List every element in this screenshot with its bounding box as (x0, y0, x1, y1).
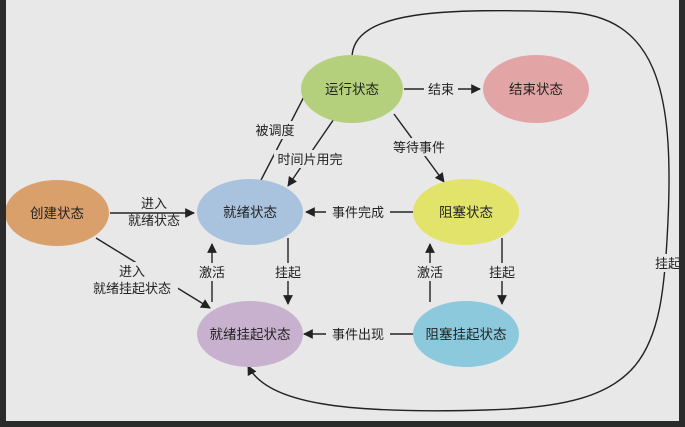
diagram-canvas: 创建状态 就绪状态 运行状态 结束状态 阻塞状态 (5, 0, 685, 421)
node-create: 创建状态 (5, 180, 109, 246)
label-bg-ready-to-rs (271, 263, 305, 281)
node-end: 结束状态 (483, 55, 589, 123)
node-create-label: 创建状态 (30, 206, 84, 222)
node-running-shape (301, 55, 403, 123)
edge-running-to-ready-suspended (247, 9, 670, 412)
label-bg-bs-to-rs (326, 325, 390, 343)
label-bg-blocked-to-bs (485, 263, 519, 281)
label-bg-running-to-rs (650, 254, 685, 272)
node-blocked-suspended-shape (413, 301, 519, 367)
node-create-shape (5, 180, 109, 246)
node-running: 运行状态 (301, 55, 403, 123)
label-bg-blocked-to-ready (326, 203, 390, 221)
label-ready-to-running: 被调度 (255, 123, 294, 139)
label-running-to-end: 结束 (428, 83, 454, 98)
label-blocked-to-ready: 事件完成 (332, 206, 384, 221)
node-end-shape (483, 55, 589, 123)
node-blocked-shape (413, 179, 519, 245)
node-blocked: 阻塞状态 (413, 179, 519, 245)
label-bg-running-to-ready (274, 150, 346, 168)
node-ready-label: 就绪状态 (223, 205, 277, 221)
node-end-label: 结束状态 (509, 82, 563, 98)
node-ready-shape (197, 179, 303, 245)
label-bg-rs-to-ready (195, 263, 229, 281)
label-create-to-rs-1: 进入 (119, 265, 145, 280)
label-blocked-to-bs: 挂起 (489, 266, 515, 281)
process-state-diagram: 创建状态 就绪状态 运行状态 结束状态 阻塞状态 (5, 9, 685, 412)
label-create-to-rs-2: 就绪挂起状态 (93, 282, 171, 297)
label-create-to-ready-2: 就绪状态 (128, 214, 180, 229)
label-rs-to-ready: 激活 (199, 266, 225, 281)
label-create-to-ready-1: 进入 (141, 197, 167, 212)
label-running-to-ready: 时间片用完 (277, 153, 342, 168)
label-bg-bs-to-blocked (413, 263, 447, 281)
label-bg-running-to-end (424, 80, 458, 98)
label-bg-create-to-rs (90, 262, 178, 298)
label-ready-to-rs: 挂起 (275, 266, 301, 281)
node-ready-suspended: 就绪挂起状态 (197, 301, 303, 367)
node-running-label: 运行状态 (325, 82, 379, 98)
node-blocked-label: 阻塞状态 (439, 204, 493, 221)
label-bs-to-blocked: 激活 (417, 266, 443, 281)
label-running-to-rs: 挂起 (655, 257, 679, 272)
label-bg-running-to-blocked (388, 138, 450, 156)
label-bg-ready-to-running (250, 121, 300, 139)
label-running-to-blocked: 等待事件 (393, 140, 445, 156)
node-ready-suspended-label: 就绪挂起状态 (210, 327, 291, 343)
node-blocked-suspended-label: 阻塞挂起状态 (426, 326, 507, 343)
node-ready-suspended-shape (197, 301, 303, 367)
node-blocked-suspended: 阻塞挂起状态 (413, 301, 519, 367)
label-bs-to-rs: 事件出现 (332, 328, 384, 343)
node-ready: 就绪状态 (197, 179, 303, 245)
